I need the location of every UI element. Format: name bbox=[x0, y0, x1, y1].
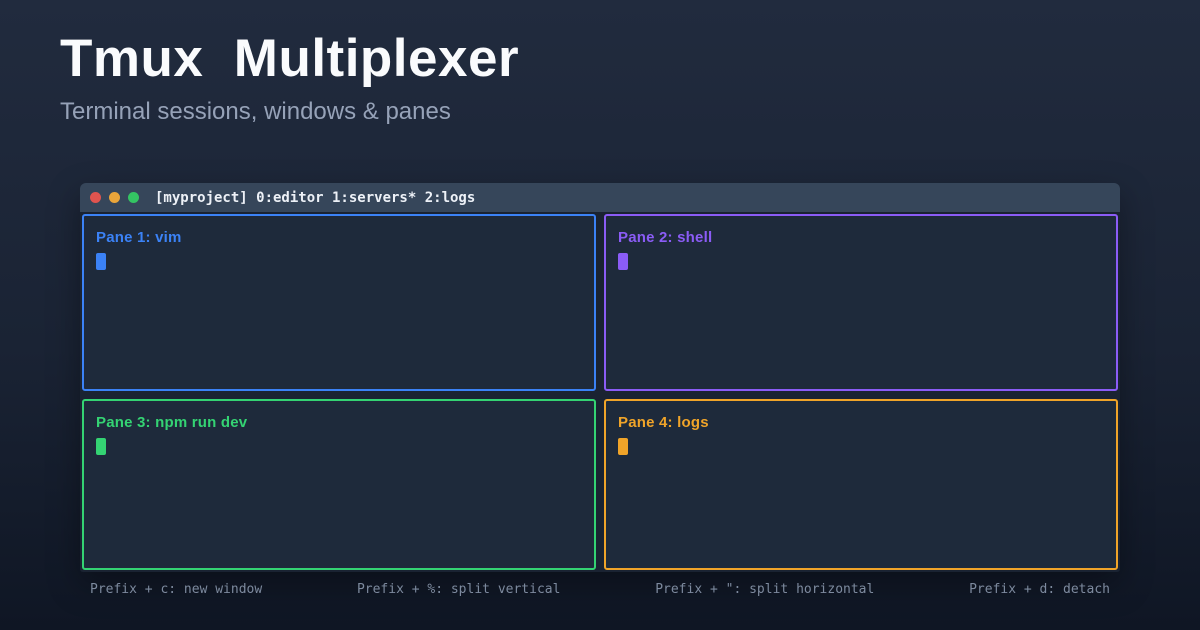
pane-4-label: Pane 4: logs bbox=[618, 414, 709, 431]
keybinding-hints: Prefix + c: new window Prefix + %: split… bbox=[80, 582, 1120, 597]
hint-detach: Prefix + d: detach bbox=[969, 582, 1110, 597]
hint-split-vertical: Prefix + %: split vertical bbox=[356, 582, 561, 597]
pane-4-cursor bbox=[618, 438, 628, 455]
pane-2-cursor bbox=[618, 253, 628, 270]
session-window-list: [myproject] 0:editor 1:servers* 2:logs bbox=[155, 189, 476, 206]
pane-1[interactable]: Pane 1: vim bbox=[82, 214, 596, 391]
pane-2-label: Pane 2: shell bbox=[618, 229, 713, 246]
hint-split-horizontal: Prefix + ": split horizontal bbox=[655, 582, 875, 597]
terminal-titlebar[interactable]: [myproject] 0:editor 1:servers* 2:logs bbox=[80, 183, 1120, 212]
hint-new-window: Prefix + c: new window bbox=[90, 582, 263, 597]
pane-1-label: Pane 1: vim bbox=[96, 229, 182, 246]
pane-3[interactable]: Pane 3: npm run dev bbox=[82, 399, 596, 570]
pane-4[interactable]: Pane 4: logs bbox=[604, 399, 1118, 570]
traffic-light-zoom-button[interactable] bbox=[128, 192, 139, 203]
pane-2[interactable]: Pane 2: shell bbox=[604, 214, 1118, 391]
page-subtitle: Terminal sessions, windows & panes bbox=[60, 98, 451, 125]
pane-3-cursor bbox=[96, 438, 106, 455]
pane-1-cursor bbox=[96, 253, 106, 270]
page-title: Tmux Multiplexer bbox=[60, 29, 520, 88]
traffic-light-close-button[interactable] bbox=[90, 192, 101, 203]
traffic-light-minimize-button[interactable] bbox=[109, 192, 120, 203]
pane-3-label: Pane 3: npm run dev bbox=[96, 414, 248, 431]
terminal-body: Pane 1: vim Pane 2: shell Pane 3: npm ru… bbox=[80, 212, 1120, 572]
terminal-window: [myproject] 0:editor 1:servers* 2:logs P… bbox=[80, 183, 1120, 572]
